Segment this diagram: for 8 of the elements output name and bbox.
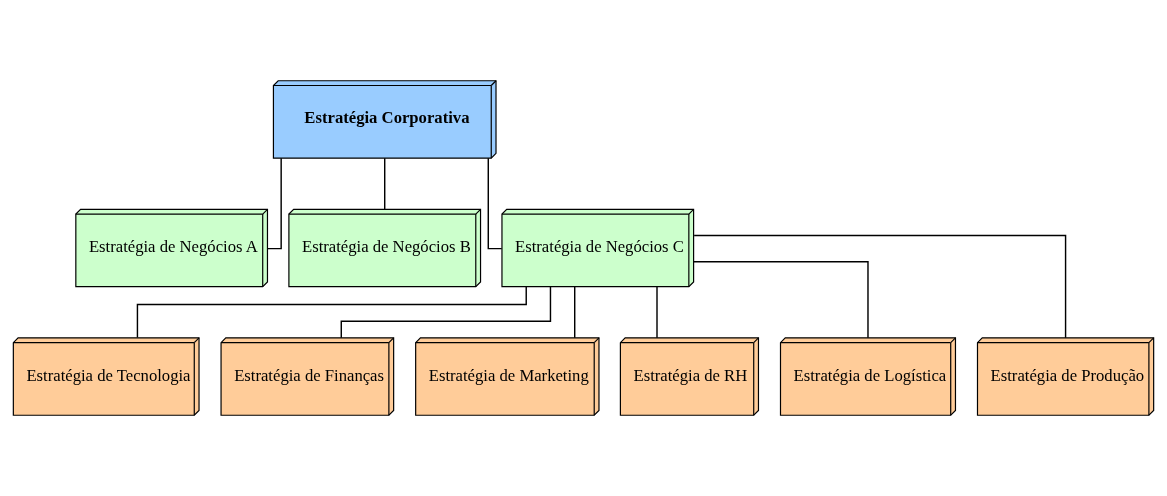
connector xyxy=(693,234,1067,339)
connector xyxy=(693,260,869,339)
connector xyxy=(384,157,386,210)
connector xyxy=(136,286,527,339)
connector xyxy=(487,157,503,250)
connector xyxy=(656,286,658,339)
connector xyxy=(574,286,576,339)
connector xyxy=(267,157,282,250)
